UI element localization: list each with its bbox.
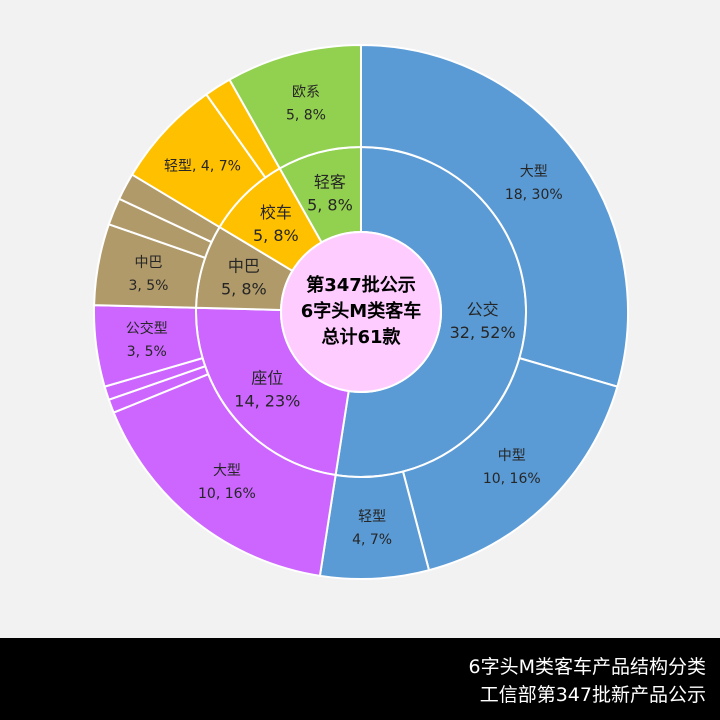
- outer-segment-0-1: [401, 356, 619, 572]
- center-circle: [280, 231, 442, 393]
- footer-caption: 6字头M类客车产品结构分类 工信部第347批新产品公示: [0, 638, 720, 720]
- outer-segment-4-0: [228, 43, 362, 170]
- caption-line-1: 6字头M类客车产品结构分类: [468, 656, 706, 678]
- outer-segment-0-0: [360, 43, 629, 388]
- caption-line-2: 工信部第347批新产品公示: [479, 684, 706, 706]
- outer-segment-label: 轻型, 4, 7%: [164, 158, 241, 174]
- outer-segment-1-0: [112, 372, 337, 577]
